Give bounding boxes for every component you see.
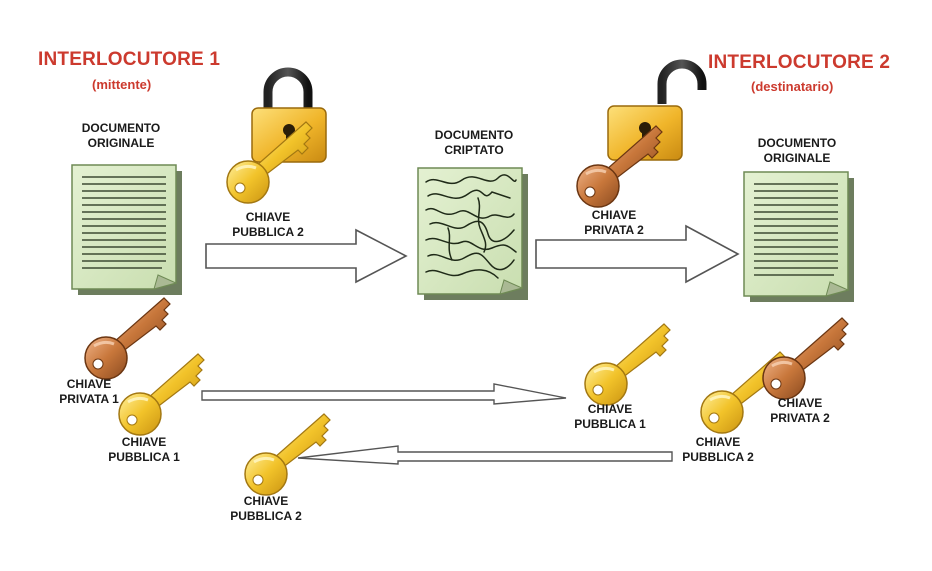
mid-public-key-1-label: CHIAVE PUBBLICA 1: [574, 402, 646, 431]
document-original-right-label: DOCUMENTO ORIGINALE: [757, 136, 837, 165]
left-party-role: (mittente): [92, 77, 152, 92]
public-key-icon: [583, 322, 672, 407]
top-private-key-2-label: CHIAVE PRIVATA 2: [584, 208, 644, 237]
right-party-role: (destinatario): [751, 79, 834, 94]
left-private-key-1-label: CHIAVE PRIVATA 1: [59, 377, 119, 406]
encrypted-document-label: DOCUMENTO CRIPTATO: [434, 128, 514, 157]
left-public-key-1-label: CHIAVE PUBBLICA 1: [108, 435, 180, 464]
padlock-open-icon: [607, 59, 707, 161]
arrow-right-icon: [201, 383, 567, 405]
encrypted-document-icon: [417, 167, 528, 300]
document-original-left-label: DOCUMENTO ORIGINALE: [81, 121, 161, 150]
arrow-right-icon: [205, 228, 408, 284]
document-original-left-icon: [71, 164, 183, 296]
bottom-public-key-2-label: CHIAVE PUBBLICA 2: [230, 494, 302, 523]
document-original-right-icon: [743, 171, 855, 303]
private-key-icon: [83, 296, 172, 381]
private-key-icon: [761, 316, 850, 401]
public-key-icon: [243, 412, 332, 497]
arrow-right-icon: [535, 224, 740, 284]
right-private-key-2-label: CHIAVE PRIVATA 2: [770, 396, 830, 425]
right-party-title: INTERLOCUTORE 2: [708, 52, 891, 73]
top-public-key-2-label: CHIAVE PUBBLICA 2: [232, 210, 304, 239]
left-party-title: INTERLOCUTORE 1: [38, 49, 221, 70]
arrow-left-icon: [297, 445, 673, 465]
right-public-key-2-label: CHIAVE PUBBLICA 2: [682, 435, 754, 464]
